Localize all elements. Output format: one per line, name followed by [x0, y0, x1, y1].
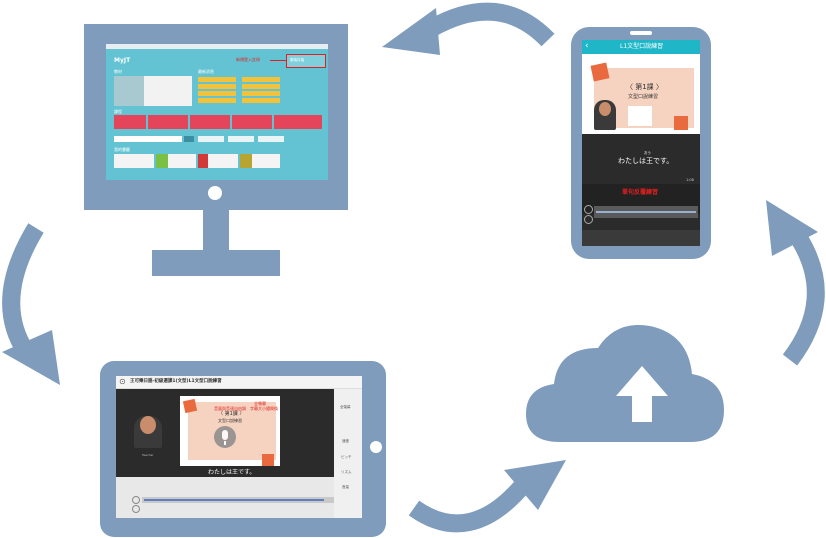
tablet-waveform-line [144, 499, 324, 501]
course-tile[interactable] [232, 115, 272, 129]
course-tile[interactable] [274, 115, 322, 129]
login-callout: 新規登入註冊 [236, 57, 260, 62]
side-button-volume[interactable]: 音量 [342, 485, 349, 489]
mic-body [222, 430, 228, 440]
microphone-icon[interactable] [214, 426, 236, 448]
phone-slide: 〈 第1課 〉 文型口說練習 [582, 54, 700, 134]
phone-furigana: おう [644, 151, 651, 155]
tablet-sentence: わたしは王です。 [208, 469, 256, 476]
cloud-save-label: 雲端存檔 [290, 58, 304, 62]
course-tile[interactable] [190, 115, 230, 129]
section-label-2: 課程 [114, 109, 122, 114]
tablet-title-bar [116, 376, 362, 389]
tablet-speaker-face [140, 416, 156, 434]
back-arrow-icon[interactable]: ⊙ [119, 377, 126, 386]
phone-time: 1:08 [686, 178, 694, 182]
side-button-speed[interactable]: 速度 [342, 439, 349, 443]
tablet-screen: ⊙ 王可樂日語-初級選課1(文型)L1文型口說練習 Teacher 〈 第1課 … [116, 376, 362, 518]
phone-lesson-subtitle: 文型口說練習 [628, 94, 659, 100]
phone-sentence: わたしは王です。 [618, 157, 674, 165]
section-label-3: 我的書籤 [114, 147, 130, 152]
tablet-speaker-name: Teacher [142, 453, 154, 457]
tablet-slide: 〈 第1課 〉 文型口說練習 [180, 396, 280, 466]
slide-orange-square [590, 62, 610, 82]
tablet-home-button [370, 441, 382, 453]
search-input[interactable] [114, 136, 182, 142]
course-tile[interactable] [148, 115, 188, 129]
arrow-right [766, 200, 825, 366]
tablet-play-button[interactable] [132, 505, 140, 513]
filter-chip[interactable] [228, 136, 254, 142]
arrow-top [382, 2, 555, 55]
tablet-slide-orange [182, 398, 198, 414]
monitor-neck [203, 206, 229, 258]
phone-header-title: L1文型口說練習 [620, 43, 664, 50]
bookmark-tile-red [198, 154, 208, 168]
phone-play-button[interactable] [584, 205, 593, 214]
side-button-rhythm[interactable]: リズム [341, 470, 352, 474]
app-title: MyJT [114, 57, 131, 64]
bookmark-tile[interactable] [114, 154, 154, 168]
news-item[interactable] [242, 91, 280, 96]
side-button-fullscreen[interactable]: 全螢幕 [340, 405, 351, 409]
news-item[interactable] [242, 98, 280, 103]
news-item[interactable] [242, 77, 280, 82]
monitor-power-dot [208, 186, 222, 200]
phone-red-caption: 單句反覆練習 [622, 189, 659, 196]
news-list [198, 77, 322, 105]
news-item[interactable] [198, 91, 236, 96]
tablet-title: 王可樂日語-初級選課1(文型)L1文型口說練習 [130, 379, 222, 384]
filter-chip[interactable] [198, 136, 224, 142]
arrow-bottom [408, 460, 566, 533]
phone-bottom-bar [582, 230, 700, 246]
tablet-play-button[interactable] [132, 496, 140, 504]
tablet-red-note-1: 全螢幕 [254, 401, 266, 406]
arrow-left [2, 223, 60, 385]
slide-orange-square [674, 116, 688, 130]
tablet-lesson-subtitle: 文型口說練習 [218, 418, 242, 423]
phone-header [582, 40, 700, 54]
monitor-base [152, 250, 280, 276]
tablet-red-note-2: 音量與音速自由調 [214, 406, 246, 411]
news-item[interactable] [242, 84, 280, 89]
bookmark-tile-yellow [240, 154, 252, 168]
section-label-1: 最新消息 [198, 69, 214, 74]
search-button[interactable] [184, 136, 194, 142]
bookmark-tile[interactable] [198, 154, 238, 168]
phone-play-button[interactable] [584, 215, 593, 224]
section-label-0: 教材 [114, 69, 122, 74]
phone-waveform-line [596, 211, 696, 213]
tablet-side-panel [334, 389, 362, 518]
callout-line [270, 60, 286, 61]
side-button-pitch[interactable]: ピッチ [341, 455, 352, 459]
tablet-lesson: 〈 第1課 〉 [218, 411, 245, 417]
news-item[interactable] [198, 84, 236, 89]
news-item[interactable] [198, 77, 236, 82]
news-item[interactable] [198, 98, 236, 103]
tablet-red-note-3: 字幕大小隨興換 [250, 406, 278, 411]
cloud-upload-icon [526, 324, 724, 442]
bookmark-tile-green [156, 154, 168, 168]
speaker-face [599, 102, 611, 116]
back-arrow-icon[interactable]: ‹ [585, 41, 589, 51]
phone-screen: ‹ L1文型口說練習 〈 第1課 〉 文型口說練習 おう わたしは王です。 1:… [582, 40, 700, 246]
filter-chip[interactable] [258, 136, 284, 142]
slide-list [628, 106, 652, 126]
phone-lesson: 〈 第1課 〉 [626, 83, 663, 91]
cloud-save-button[interactable]: 雲端存檔 [286, 54, 326, 68]
desktop-screen: MyJT 新規登入註冊 雲端存檔 教材 最新消息 課程 我的書籤 [106, 44, 328, 180]
mic-stand [224, 441, 226, 445]
course-tile[interactable] [114, 115, 146, 129]
tablet-slide-orange [262, 454, 274, 466]
phone-speaker [630, 31, 652, 35]
hero-banner-accent [114, 76, 144, 106]
browser-bar [106, 44, 328, 49]
